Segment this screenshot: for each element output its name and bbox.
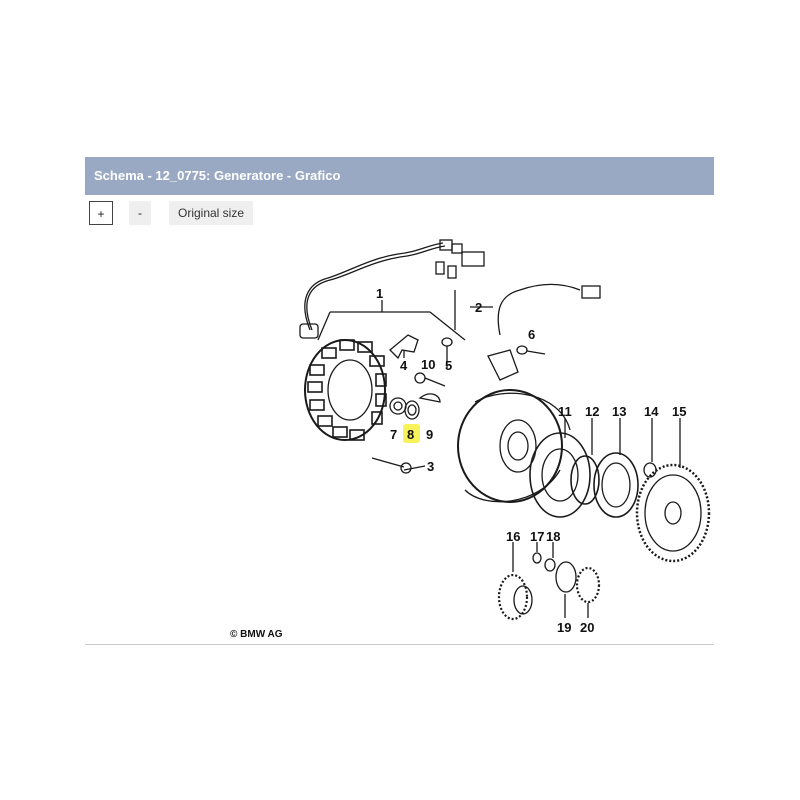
part-label-9[interactable]: 9 (426, 427, 433, 442)
highlight-marker (403, 424, 420, 443)
part-label-5[interactable]: 5 (445, 358, 452, 373)
panel-title: Schema - 12_0775: Generatore - Grafico (85, 157, 714, 195)
part-label-15[interactable]: 15 (672, 404, 686, 419)
part-label-7[interactable]: 7 (390, 427, 397, 442)
part-label-14[interactable]: 14 (644, 404, 659, 419)
part-label-20[interactable]: 20 (580, 620, 594, 635)
zoom-in-button[interactable]: + (89, 201, 113, 225)
part-label-19[interactable]: 19 (557, 620, 571, 635)
zoom-out-button[interactable]: - (129, 201, 151, 225)
part-label-8[interactable]: 8 (407, 427, 414, 442)
part-label-10[interactable]: 10 (421, 357, 435, 372)
copyright-text: © BMW AG (230, 629, 283, 640)
part-label-1[interactable]: 1 (376, 286, 383, 301)
part-label-11[interactable]: 11 (558, 404, 572, 419)
part-label-17[interactable]: 17 (530, 529, 544, 544)
part-label-13[interactable]: 13 (612, 404, 626, 419)
part-label-3[interactable]: 3 (427, 459, 434, 474)
part-label-6[interactable]: 6 (528, 327, 535, 342)
schematic-panel: Schema - 12_0775: Generatore - Grafico +… (85, 157, 714, 645)
part-label-12[interactable]: 12 (585, 404, 599, 419)
exploded-parts-diagram[interactable]: 1 2 3 4 5 6 7 8 9 10 11 12 13 14 15 16 1… (85, 230, 714, 644)
part-label-2[interactable]: 2 (475, 300, 482, 315)
original-size-button[interactable]: Original size (169, 201, 253, 225)
part-label-4[interactable]: 4 (400, 358, 408, 373)
part-label-18[interactable]: 18 (546, 529, 560, 544)
part-label-16[interactable]: 16 (506, 529, 520, 544)
